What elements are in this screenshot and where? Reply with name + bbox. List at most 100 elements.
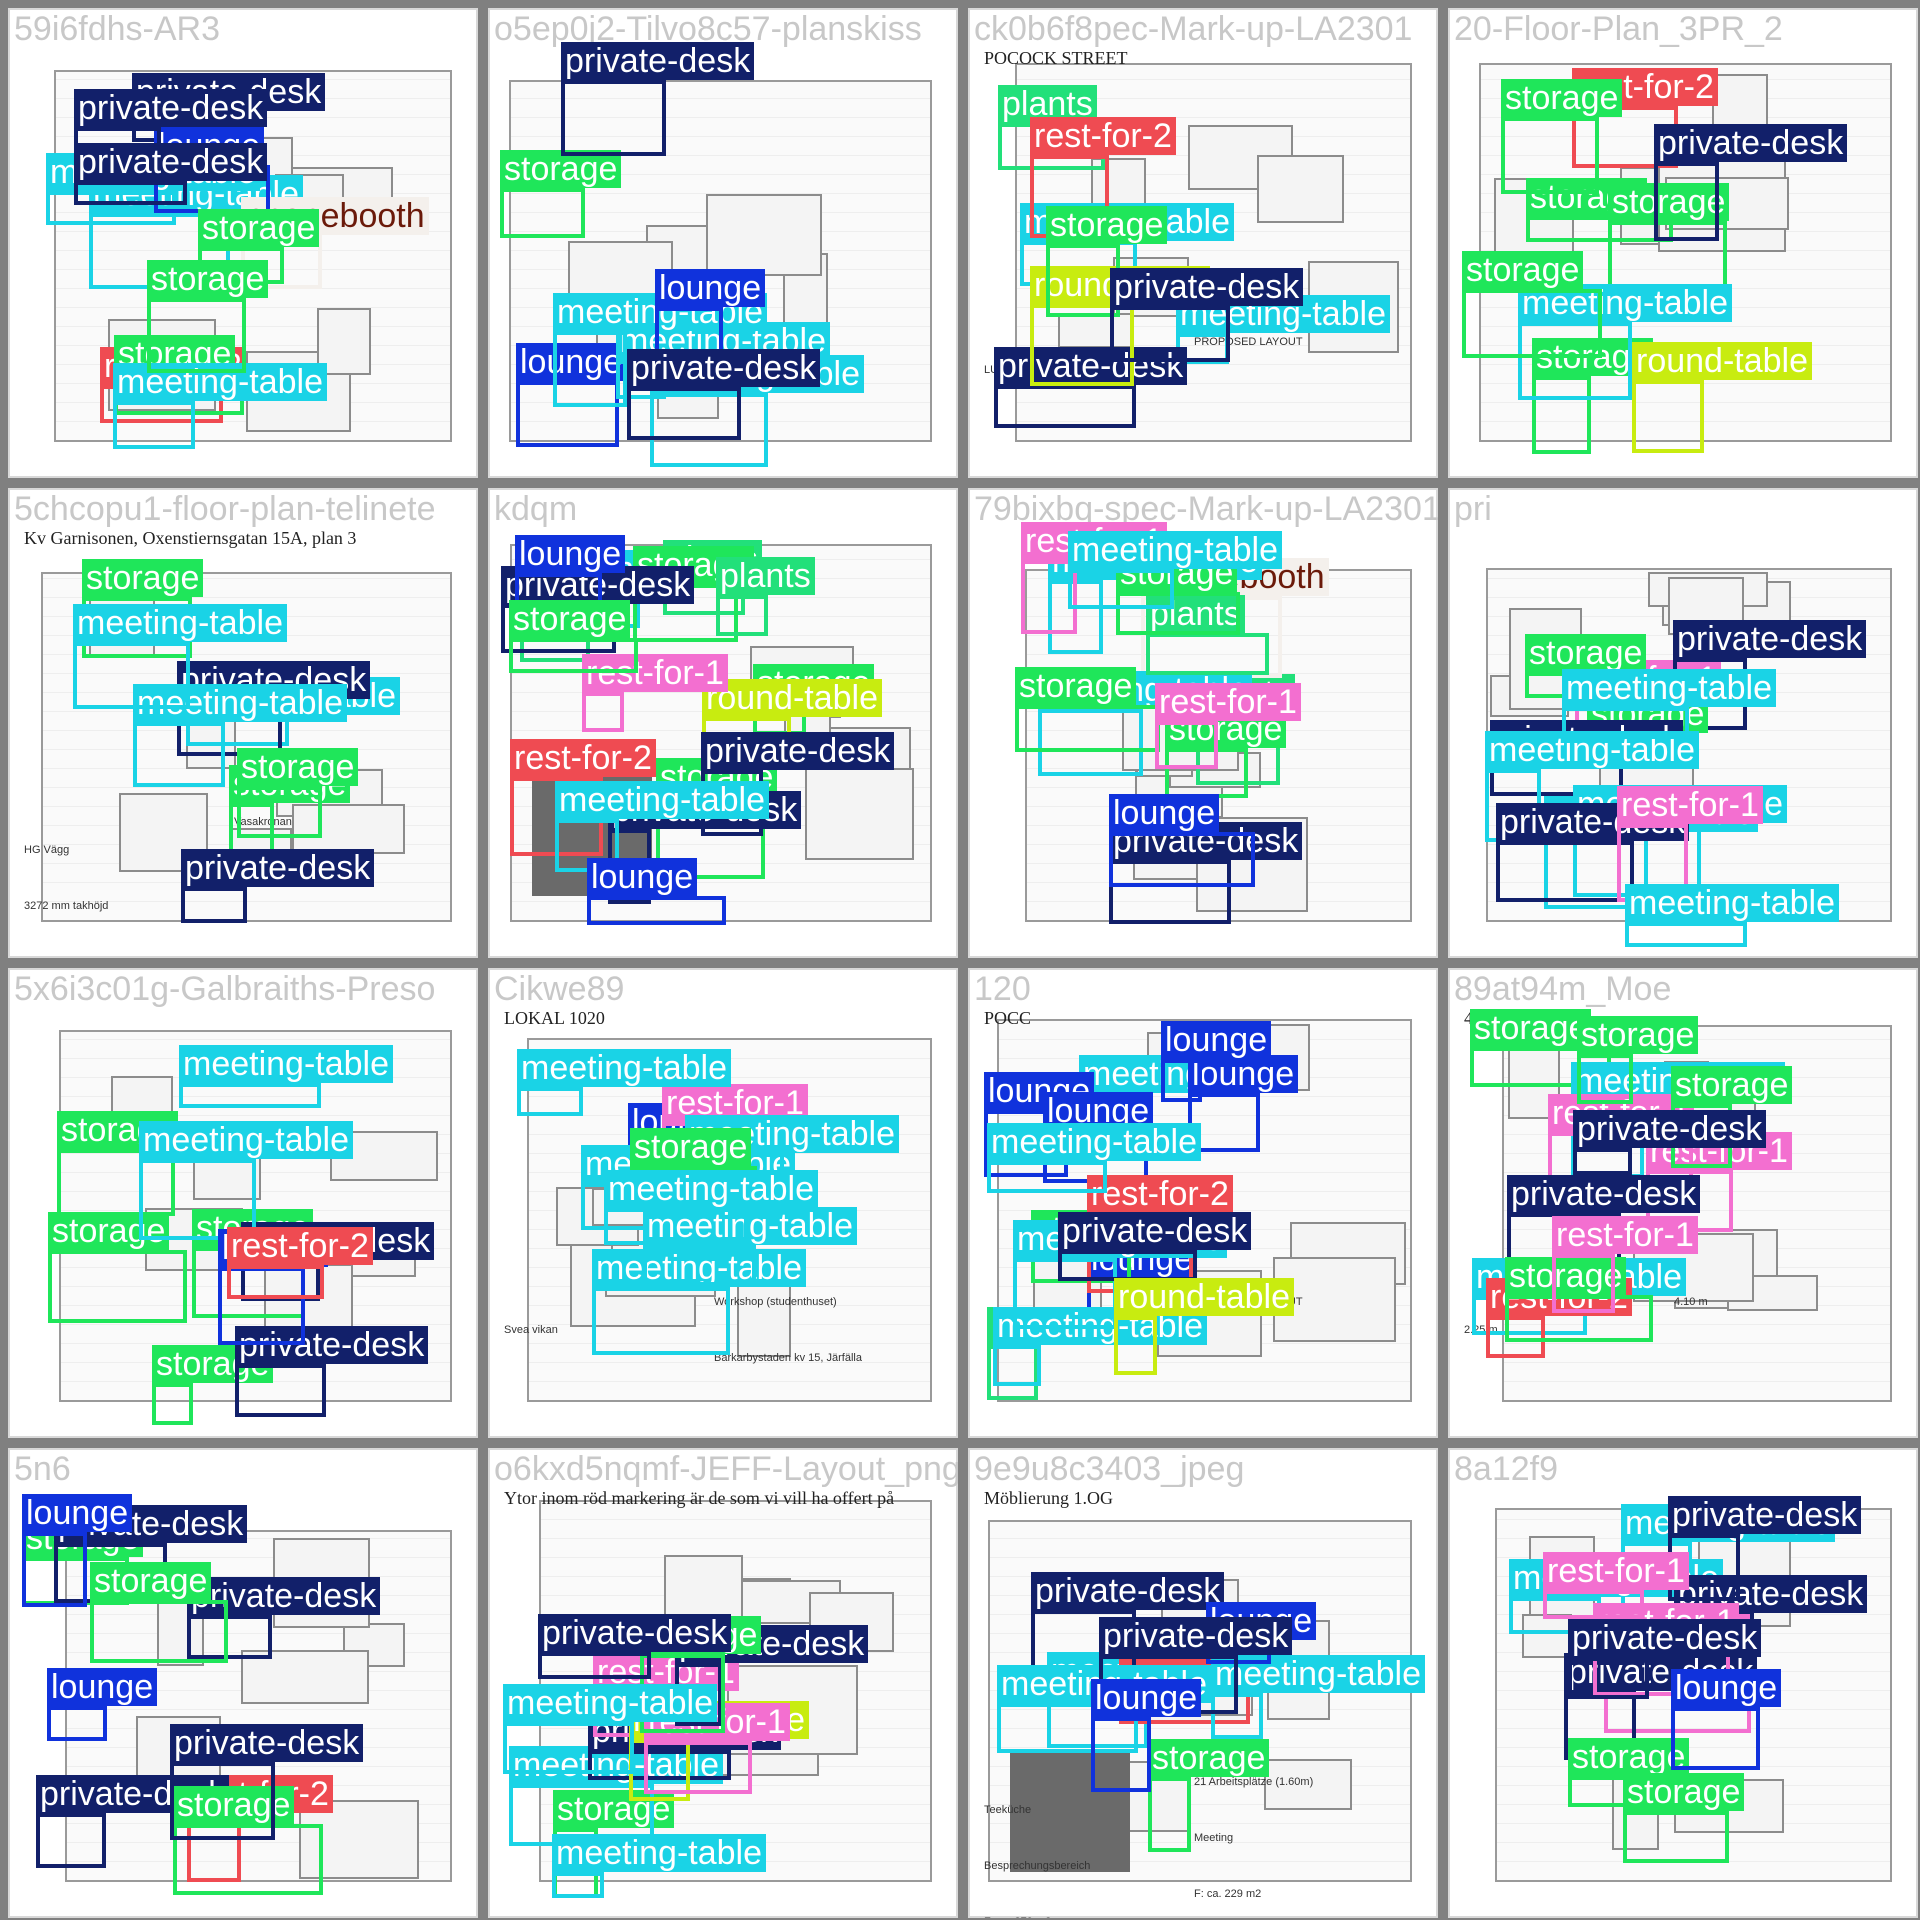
- detection-private-desk: private-desk: [74, 143, 268, 205]
- detection-box: [552, 1872, 604, 1898]
- detection-lounge: lounge: [515, 535, 626, 623]
- detection-label: lounge: [516, 343, 627, 381]
- detection-label: meeting-table: [139, 1121, 354, 1159]
- detection-box: [1091, 1717, 1151, 1792]
- detection-label: lounge: [47, 1668, 158, 1706]
- detection-meeting-table: meeting-table: [553, 293, 768, 407]
- detection-lounge: lounge: [1161, 1021, 1272, 1102]
- detection-label: meeting-table: [987, 1123, 1202, 1161]
- detection-label: round-table: [1632, 342, 1813, 380]
- detection-label: storage: [1608, 183, 1730, 221]
- detection-box: [1552, 1254, 1615, 1313]
- detection-storage: storage: [48, 1212, 187, 1323]
- detection-meeting-table: meeting-table: [552, 1834, 767, 1898]
- detection-box: [500, 188, 585, 238]
- detection-private-desk: private-desk: [561, 42, 755, 156]
- plan-caption: Besprechungsbereich: [984, 1860, 1091, 1872]
- detection-private-desk: private-desk: [1496, 803, 1690, 902]
- detection-box: [74, 181, 187, 205]
- detection-label: meeting-table: [179, 1045, 394, 1083]
- tile-filename: 5chcopu1-floor-plan-telinete: [14, 490, 436, 528]
- tile-filename: o6kxd5nqmf-JEFF-Layout_png: [494, 1450, 958, 1488]
- detection-box: [1188, 1093, 1260, 1152]
- detection-label: lounge: [22, 1494, 133, 1532]
- detection-label: meeting-table: [73, 604, 288, 642]
- detection-box: [1109, 832, 1255, 887]
- tile-filename: 120: [974, 970, 1031, 1008]
- detection-box: [1114, 1316, 1157, 1375]
- plan-caption: LOKAL 1020: [504, 1008, 605, 1028]
- plan-caption: 21 Arbeitsplätze (1.60m): [1194, 1776, 1314, 1788]
- detection-meeting-table: meeting-table: [139, 1121, 354, 1240]
- detection-box: [1030, 304, 1134, 386]
- detection-private-desk: private-desk: [36, 1775, 230, 1868]
- detection-lounge: lounge: [1091, 1679, 1202, 1792]
- detection-label: private-desk: [994, 347, 1188, 385]
- detection-label: storage: [1046, 206, 1168, 244]
- tile-filename: 59i6fdhs-AR3: [14, 10, 221, 48]
- detection-label: private-desk: [1674, 1575, 1868, 1613]
- detection-box: [1462, 289, 1602, 358]
- detection-label: meeting-table: [604, 1170, 819, 1208]
- plan-room: [737, 1278, 791, 1357]
- detection-box: [1038, 709, 1143, 776]
- tile-filename: Cikwe89: [494, 970, 625, 1008]
- detection-meeting-table: meeting-table: [113, 363, 328, 449]
- detection-box: [1110, 306, 1230, 362]
- detection-storage: storage: [147, 260, 269, 373]
- detection-label: private-desk: [181, 849, 375, 887]
- plan-caption: PROPOSED LAYOUT: [1194, 336, 1303, 348]
- detection-rest-for-2: rest-for-2: [1030, 117, 1176, 238]
- plan-caption: Teeküche: [984, 1804, 1032, 1816]
- detection-box: [561, 80, 666, 156]
- detection-box: [1109, 860, 1231, 924]
- detection-box: [237, 786, 322, 838]
- detection-box: [235, 1364, 326, 1417]
- detection-rest-for-2: rest-for-2: [1087, 1175, 1233, 1293]
- detection-rest-for-1: rest-for-1: [1552, 1216, 1698, 1313]
- detection-box: [1568, 1776, 1627, 1807]
- detection-label: storage: [1505, 1257, 1627, 1295]
- detection-label: storage: [1462, 251, 1584, 289]
- detection-label: private-desk: [538, 1614, 732, 1652]
- plan-room: [1264, 1759, 1352, 1810]
- detection-label: meeting-table: [555, 781, 770, 819]
- detection-round-table: round-table: [1632, 342, 1813, 453]
- detection-box: [716, 595, 768, 636]
- detection-storage: storage: [1148, 1739, 1270, 1852]
- detection-round-table: round-table: [702, 679, 883, 744]
- detection-label: private-desk: [701, 732, 895, 770]
- detection-box: [627, 387, 741, 440]
- detection-label: lounge: [1091, 1679, 1202, 1717]
- detection-label: plants: [998, 85, 1097, 123]
- detection-box: [1623, 1811, 1729, 1863]
- detection-label: lounge: [655, 269, 766, 307]
- detection-meeting-table: meeting-table: [179, 1045, 394, 1108]
- detection-storage: storage: [500, 150, 622, 238]
- detection-meeting-table: meeting-table: [133, 684, 348, 787]
- detection-label: storage: [82, 559, 204, 597]
- detection-box: [987, 1161, 1107, 1193]
- detection-meeting-table: meeting-table: [1211, 1655, 1426, 1739]
- floor-plan-tile: 8a12f9meeting-tablemeeting-tableprivate-…: [1448, 1448, 1918, 1918]
- plan-room: [805, 768, 914, 860]
- detection-box: [1146, 633, 1269, 675]
- detection-box: [57, 1149, 175, 1216]
- detection-box: [73, 642, 190, 709]
- detection-box: [1148, 1777, 1191, 1852]
- floor-plan-tile: 5n6rest-for-2storageloungeprivate-deskpr…: [8, 1448, 478, 1918]
- detection-label: private-desk: [187, 1577, 381, 1615]
- detection-label: storage: [509, 600, 631, 638]
- detection-label: storage: [237, 748, 359, 786]
- detection-box: [1116, 592, 1240, 635]
- detection-label: meeting-table: [1068, 531, 1283, 569]
- detection-label: meeting-table: [503, 1684, 718, 1722]
- detection-label: lounge: [1671, 1669, 1782, 1707]
- detection-box: [1518, 322, 1632, 400]
- detection-label: private-desk: [1654, 124, 1848, 162]
- detection-box: [503, 1722, 634, 1774]
- floor-plan-tile: primeeting-tablerest-for-1private-deskst…: [1448, 488, 1918, 958]
- detection-label: rest-for-1: [1617, 786, 1763, 824]
